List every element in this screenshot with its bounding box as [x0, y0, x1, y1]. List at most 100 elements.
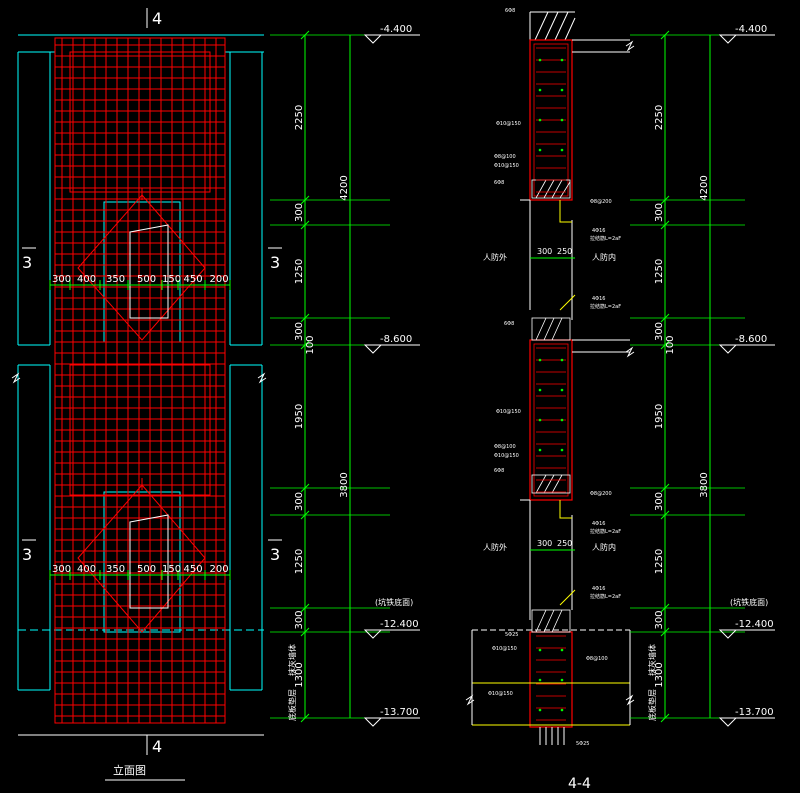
- label-outer-upper: 人防外: [483, 252, 507, 262]
- vertical-dim-label: 300: [654, 610, 665, 629]
- rebar-note: 5Φ25: [576, 741, 589, 747]
- vertical-dim-label: 300: [654, 492, 665, 511]
- left-vertical-dimensions: 2250300125030019503001250300130042003800…: [270, 24, 420, 727]
- dim-tick: [300, 510, 310, 520]
- opening-diagonal-bars: [77, 188, 206, 633]
- layer-label: 底板垫层: [647, 689, 657, 721]
- rebar-note: Φ10@150: [488, 691, 513, 697]
- rebar-dot: [560, 58, 564, 62]
- rebar-dot: [560, 708, 564, 712]
- rebar-dot: [538, 648, 542, 652]
- vertical-dim-label: 1250: [294, 549, 305, 574]
- vertical-dim-label: 300: [654, 322, 665, 341]
- elevation-label: -4.400: [735, 24, 767, 35]
- dim-tick: [660, 220, 670, 230]
- label-inner-upper: 人防内: [592, 252, 616, 262]
- horizontal-dim-label: 200: [210, 274, 229, 285]
- label-w2-upper: 250: [557, 247, 572, 256]
- dim-tick: [660, 603, 670, 613]
- horizontal-dim-label: 150: [162, 274, 181, 285]
- rebar-note: Φ8@200: [590, 199, 612, 205]
- horizontal-dim-label: 300: [52, 274, 71, 285]
- label-w1-upper: 300: [537, 247, 552, 256]
- rebar-note: Φ8@200: [590, 491, 612, 497]
- rebar-grid: [54, 37, 226, 724]
- rebar-dot: [538, 708, 542, 712]
- rebar-note: 6Φ8: [494, 180, 504, 186]
- elevation-marker: [363, 34, 383, 44]
- slab-lines: [471, 39, 631, 726]
- section-marker-3-left-lower: 3: [22, 545, 32, 564]
- rebar-dot: [560, 88, 564, 92]
- rebar-note: 6Φ8: [504, 321, 514, 327]
- rebar-note: 5Φ25: [505, 632, 518, 638]
- label-w1-lower: 300: [537, 539, 552, 548]
- dim-tick: [300, 30, 310, 40]
- horizontal-dim-label: 350: [106, 564, 125, 575]
- dim-tick: [300, 220, 310, 230]
- total-dim-label: 3800: [339, 472, 350, 497]
- rebar-dot: [560, 148, 564, 152]
- section-stirrups: [536, 47, 566, 721]
- elevation-label: -12.400: [380, 619, 419, 630]
- dim-tick: [660, 483, 670, 493]
- vertical-dim-label: 1300: [654, 662, 665, 687]
- horizontal-dim-label: 450: [184, 274, 203, 285]
- elevation-label: -13.700: [735, 707, 774, 718]
- wall-section-rebar: [529, 39, 573, 728]
- section-marker-3-right-lower: 3: [270, 545, 280, 564]
- rebar-dot: [538, 448, 542, 452]
- section-marker-top: 4: [152, 9, 162, 28]
- section-view: 6Φ8: [465, 8, 635, 792]
- vertical-dim-label: 1950: [654, 404, 665, 429]
- dim-tick: [300, 313, 310, 323]
- elevation-marker: [363, 344, 383, 354]
- dim-tick: [660, 340, 670, 350]
- horizontal-dim-label: 400: [77, 274, 96, 285]
- dim-tick: [300, 483, 310, 493]
- horizontal-dim-label: 200: [210, 564, 229, 575]
- dim-tick: [660, 510, 670, 520]
- rebar-note: 6Φ8: [494, 468, 504, 474]
- dim-tick: [660, 627, 670, 637]
- hatch-blocks: [531, 179, 571, 633]
- vertical-dim-label: 1250: [654, 549, 665, 574]
- break-mark: [11, 372, 21, 384]
- vertical-dim-label: 1300: [294, 662, 305, 687]
- rebar-dot: [560, 118, 564, 122]
- elevation-label: -13.700: [380, 707, 419, 718]
- horizontal-dim-label: 300: [52, 564, 71, 575]
- elevation-label: -8.600: [735, 334, 767, 345]
- total-dim-label: 4200: [699, 175, 710, 200]
- layer-label: 底板垫层: [287, 689, 297, 721]
- horizontal-dim-label: 500: [137, 274, 156, 285]
- rebar-dot: [560, 448, 564, 452]
- elevation-title: 立面图: [113, 763, 146, 777]
- vertical-dim-label: 300: [294, 492, 305, 511]
- rebar-dot: [538, 678, 542, 682]
- vertical-dim-label: 300: [654, 203, 665, 222]
- total-dim-label: 4200: [339, 175, 350, 200]
- dim-tick: [660, 313, 670, 323]
- break-mark: [465, 694, 475, 706]
- rebar-dot: [560, 418, 564, 422]
- elevation-marker: [363, 717, 383, 727]
- rebar-note: 4Φ16: [592, 296, 605, 302]
- elevation-view: 4 4: [11, 8, 282, 781]
- small-dim-label: 100: [665, 335, 676, 354]
- horizontal-dim-label: 150: [162, 564, 181, 575]
- rebar-note: Φ8@100: [494, 444, 516, 450]
- elevation-marker: [718, 34, 738, 44]
- rebar-note: 4Φ16: [592, 521, 605, 527]
- break-mark: [625, 346, 635, 358]
- elevation-note: (坑铁底面): [730, 597, 768, 607]
- section-marker-3-right-upper: 3: [270, 253, 280, 272]
- vertical-dim-label: 2250: [294, 105, 305, 130]
- horizontal-dim-label: 350: [106, 274, 125, 285]
- vertical-dim-label: 300: [294, 322, 305, 341]
- opening-frame: [129, 224, 169, 609]
- section-marker-bottom: 4: [152, 737, 162, 756]
- dim-tick: [300, 603, 310, 613]
